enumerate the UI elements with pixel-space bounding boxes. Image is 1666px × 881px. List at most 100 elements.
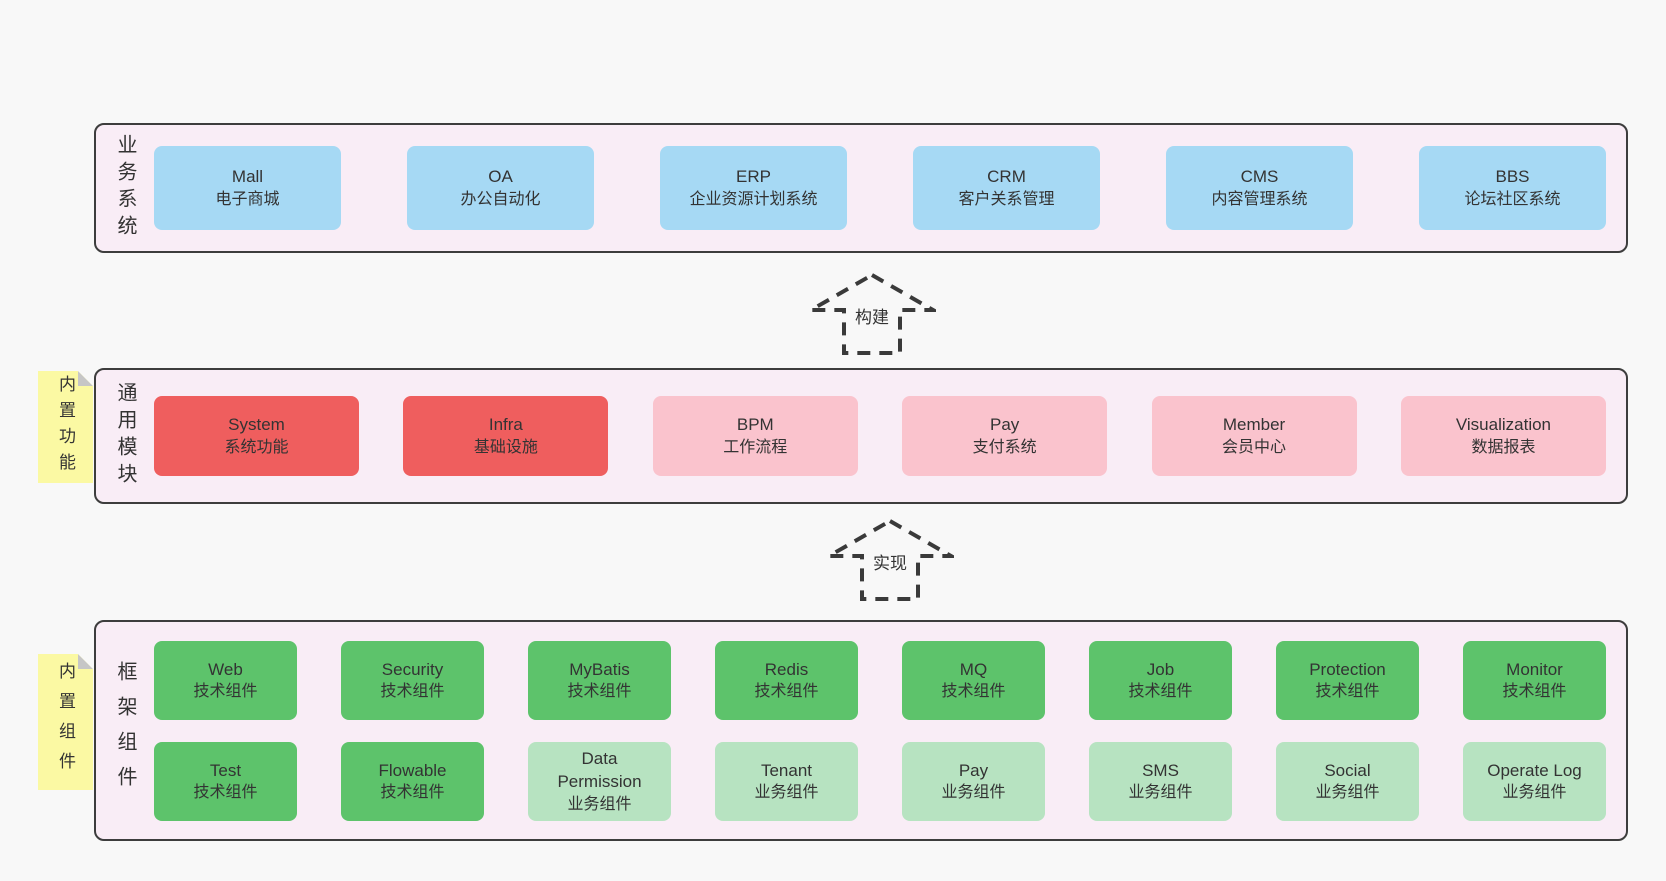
erp-box: ERP 企业资源计划系统 — [660, 146, 847, 230]
box-title: Pay — [990, 415, 1020, 435]
test-box: Test 技术组件 — [154, 742, 297, 821]
data-permission-box: Data Permission 业务组件 — [528, 742, 671, 821]
framework-row-business: Test 技术组件 Flowable 技术组件 Data Permission … — [154, 742, 1606, 821]
business-systems-label: 业务系统 — [114, 134, 136, 242]
box-title: System — [228, 415, 285, 435]
mybatis-box: MyBatis 技术组件 — [528, 641, 671, 720]
box-title: SMS — [1142, 760, 1179, 780]
visualization-box: Visualization 数据报表 — [1400, 396, 1606, 476]
oa-box: OA 办公自动化 — [407, 146, 594, 230]
box-subtitle: 业务组件 — [941, 784, 1006, 802]
web-box: Web 技术组件 — [154, 641, 297, 720]
box-subtitle: 会员中心 — [1222, 438, 1287, 456]
protection-box: Protection 技术组件 — [1276, 641, 1419, 720]
box-title: Web — [208, 659, 243, 679]
box-subtitle: 业务组件 — [1315, 784, 1380, 802]
box-title: Pay — [958, 760, 989, 780]
box-title: ERP — [736, 167, 771, 187]
built-in-features-note: 内置功能 — [38, 371, 93, 483]
box-subtitle: 技术组件 — [193, 683, 258, 701]
box-subtitle: 技术组件 — [941, 683, 1006, 701]
box-subtitle: 办公自动化 — [460, 190, 541, 208]
box-subtitle: 技术组件 — [193, 784, 258, 802]
box-title: OA — [488, 167, 513, 187]
box-title: Tenant — [760, 760, 813, 780]
box-title: Visualization — [1455, 415, 1552, 435]
box-subtitle: 技术组件 — [1502, 683, 1567, 701]
build-arrow-label: 构建 — [852, 302, 892, 329]
box-title: Data Permission — [557, 749, 642, 792]
job-box: Job 技术组件 — [1089, 641, 1232, 720]
box-title: Mall — [231, 167, 264, 187]
built-in-components-note: 内置组件 — [38, 654, 93, 790]
business-boxes-row: Mall 电子商城 OA 办公自动化 ERP 企业资源计划系统 CRM 客户关系… — [154, 125, 1626, 251]
modules-boxes-row: System 系统功能 Infra 基础设施 BPM 工作流程 Pay 支付系统… — [154, 370, 1626, 502]
box-subtitle: 支付系统 — [972, 438, 1037, 456]
pay-box: Pay 支付系统 — [902, 396, 1108, 476]
box-subtitle: 内容管理系统 — [1211, 190, 1308, 208]
box-title: Operate Log — [1487, 760, 1582, 780]
box-subtitle: 系统功能 — [224, 438, 289, 456]
box-title: BBS — [1495, 167, 1530, 187]
box-title: Monitor — [1506, 659, 1563, 679]
up-arrow-icon — [826, 518, 954, 601]
box-subtitle: 技术组件 — [1128, 683, 1193, 701]
box-subtitle: 技术组件 — [380, 784, 445, 802]
box-title: Redis — [764, 659, 809, 679]
box-title: Social — [1324, 760, 1371, 780]
common-modules-panel: 通用模块 System 系统功能 Infra 基础设施 BPM 工作流程 Pay… — [94, 368, 1628, 504]
operate-log-box: Operate Log 业务组件 — [1463, 742, 1606, 821]
box-title: Test — [209, 760, 242, 780]
framework-row-technical: Web 技术组件 Security 技术组件 MyBatis 技术组件 Redi… — [154, 641, 1606, 720]
mall-box: Mall 电子商城 — [154, 146, 341, 230]
box-title: CRM — [987, 167, 1026, 187]
monitor-box: Monitor 技术组件 — [1463, 641, 1606, 720]
box-title: BPM — [736, 415, 774, 435]
business-systems-panel: 业务系统 Mall 电子商城 OA 办公自动化 ERP 企业资源计划系统 CRM… — [94, 123, 1628, 253]
pay-box: Pay 业务组件 — [902, 742, 1045, 821]
box-title: Flowable — [378, 760, 447, 780]
box-subtitle: 业务组件 — [1128, 784, 1193, 802]
box-subtitle: 数据报表 — [1471, 438, 1536, 456]
box-subtitle: 技术组件 — [567, 683, 632, 701]
box-subtitle: 论坛社区系统 — [1464, 190, 1561, 208]
bpm-box: BPM 工作流程 — [652, 396, 858, 476]
box-title: Protection — [1309, 659, 1386, 679]
box-title: MyBatis — [569, 659, 630, 679]
box-title: Security — [381, 659, 444, 679]
box-subtitle: 基础设施 — [473, 438, 538, 456]
box-subtitle: 技术组件 — [1315, 683, 1380, 701]
social-box: Social 业务组件 — [1276, 742, 1419, 821]
system-box: System 系统功能 — [154, 396, 359, 476]
mq-box: MQ 技术组件 — [902, 641, 1045, 720]
implement-arrow: 实现 — [826, 518, 954, 602]
implement-arrow-label: 实现 — [870, 548, 910, 575]
box-title: Job — [1146, 659, 1175, 679]
box-subtitle: 业务组件 — [754, 784, 819, 802]
cms-box: CMS 内容管理系统 — [1166, 146, 1353, 230]
box-subtitle: 客户关系管理 — [958, 190, 1055, 208]
box-subtitle: 技术组件 — [754, 683, 819, 701]
framework-components-label: 框架组件 — [114, 660, 136, 801]
crm-box: CRM 客户关系管理 — [913, 146, 1100, 230]
flowable-box: Flowable 技术组件 — [341, 742, 484, 821]
box-title: Infra — [488, 415, 523, 435]
tenant-box: Tenant 业务组件 — [715, 742, 858, 821]
infra-box: Infra 基础设施 — [403, 396, 609, 476]
box-subtitle: 工作流程 — [723, 438, 788, 456]
common-modules-label: 通用模块 — [114, 382, 136, 490]
up-arrow-icon — [808, 272, 936, 355]
box-subtitle: 电子商城 — [215, 190, 280, 208]
security-box: Security 技术组件 — [341, 641, 484, 720]
box-subtitle: 业务组件 — [567, 795, 632, 813]
framework-components-panel: 框架组件 Web 技术组件 Security 技术组件 MyBatis 技术组件… — [94, 620, 1628, 841]
member-box: Member 会员中心 — [1151, 396, 1357, 476]
redis-box: Redis 技术组件 — [715, 641, 858, 720]
box-subtitle: 技术组件 — [380, 683, 445, 701]
box-subtitle: 业务组件 — [1502, 784, 1567, 802]
box-title: CMS — [1240, 167, 1279, 187]
bbs-box: BBS 论坛社区系统 — [1419, 146, 1606, 230]
box-title: Member — [1222, 415, 1286, 435]
build-arrow: 构建 — [808, 272, 936, 356]
